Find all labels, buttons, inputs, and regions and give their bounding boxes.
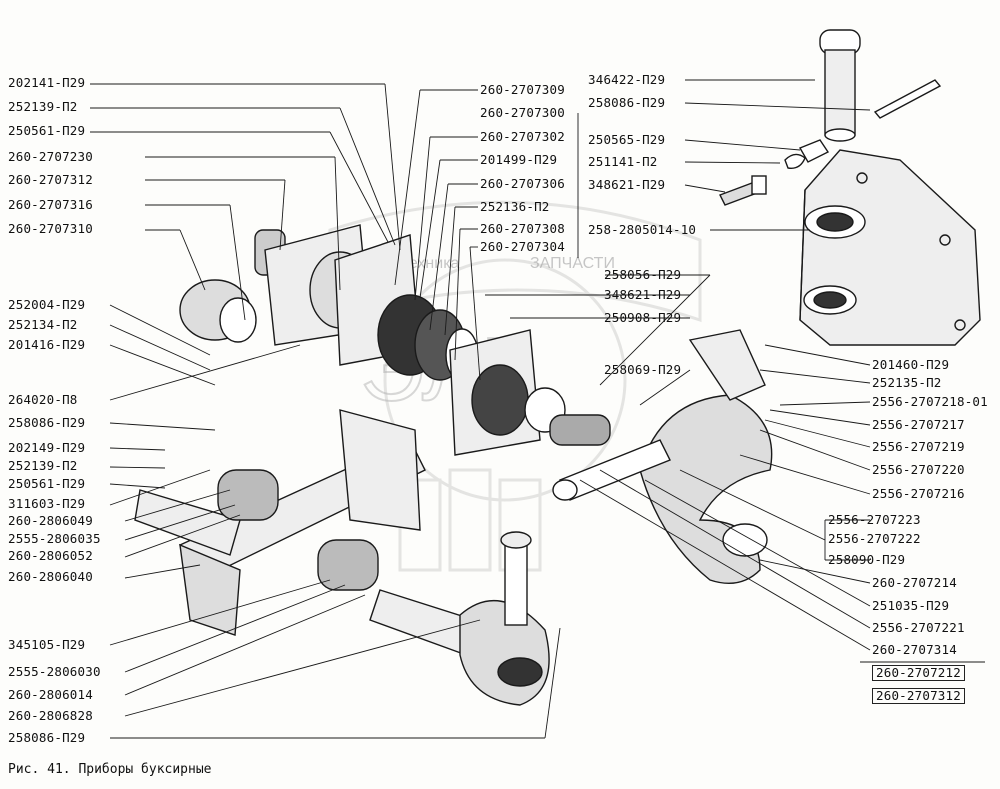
- leader-lines: [90, 79, 985, 739]
- part-number-label: 2556-2707222: [828, 531, 921, 546]
- watermark-text: ЗАПЧАСТИ: [530, 255, 615, 272]
- part-number-label: 258056-П29: [604, 267, 682, 282]
- part-number-label: 252134-П2: [8, 317, 78, 332]
- part-number-label: 2556-2707221: [872, 620, 965, 635]
- part-number-label: 2556-2707216: [872, 486, 965, 501]
- part-number-label: 260-2707304: [480, 239, 565, 254]
- watermark-text: Техника: [400, 255, 460, 272]
- tow-hook-part: [549, 329, 773, 584]
- part-number-label: 202141-П29: [8, 75, 86, 90]
- figure-caption: Рис. 41. Приборы буксирные: [8, 762, 212, 777]
- cylinder-assembly-part: [179, 224, 566, 456]
- part-number-label: 201460-П29: [872, 357, 950, 372]
- part-number-label: 264020-П8: [8, 392, 78, 407]
- part-number-label: 258086-П29: [8, 415, 86, 430]
- part-number-label: 260-2707310: [8, 221, 93, 236]
- part-number-label: 250561-П29: [8, 123, 86, 138]
- tow-bar-part: [369, 531, 550, 706]
- part-number-label: 258-2805014-10: [588, 222, 697, 237]
- part-number-label: 258090-П29: [828, 552, 906, 567]
- part-number-label: 201416-П29: [8, 337, 86, 352]
- part-number-label: 345105-П29: [8, 637, 86, 652]
- part-number-label: 260-2707230: [8, 149, 93, 164]
- part-number-label: 251035-П29: [872, 598, 950, 613]
- part-number-label: 2556-2707223: [828, 512, 921, 527]
- part-number-label: 250908-П29: [604, 310, 682, 325]
- part-number-label: 260-2806828: [8, 708, 93, 723]
- part-number-label: 2556-2707218-01: [872, 394, 988, 409]
- part-number-label: 260-2707214: [872, 575, 957, 590]
- part-number-label: 2555-2806030: [8, 664, 101, 679]
- part-number-label: 348621-П29: [604, 287, 682, 302]
- part-number-label: 260-2806052: [8, 548, 93, 563]
- part-number-label: 2556-2707217: [872, 417, 965, 432]
- part-number-label: 250561-П29: [8, 476, 86, 491]
- part-number-label: 2556-2707219: [872, 439, 965, 454]
- part-number-label: 202149-П29: [8, 440, 86, 455]
- part-number-label: 311603-П29: [8, 496, 86, 511]
- part-number-label: 2555-2806035: [8, 531, 101, 546]
- part-number-label: 258086-П29: [588, 95, 666, 110]
- part-number-label: 251141-П2: [588, 154, 658, 169]
- part-number-label: 260-2707212: [872, 665, 965, 681]
- part-number-label: 252135-П2: [872, 375, 942, 390]
- part-number-label: 258086-П29: [8, 730, 86, 745]
- part-number-label: 201499-П29: [480, 152, 558, 167]
- part-number-label: 348621-П29: [588, 177, 666, 192]
- part-number-label: 260-2806014: [8, 687, 93, 702]
- part-number-label: 260-2806040: [8, 569, 93, 584]
- part-number-label: 260-2707309: [480, 82, 565, 97]
- part-number-label: 260-2707308: [480, 221, 565, 236]
- part-number-label: 252004-П29: [8, 297, 86, 312]
- part-number-label: 258069-П29: [604, 362, 682, 377]
- hitch-bracket-part: [799, 149, 981, 346]
- part-number-label: 260-2707302: [480, 129, 565, 144]
- tow-frame-part: [134, 409, 426, 636]
- part-number-label: 260-2707312: [872, 688, 965, 704]
- part-number-label: 250565-П29: [588, 132, 666, 147]
- part-number-label: 260-2806049: [8, 513, 93, 528]
- part-number-label: 252139-П2: [8, 99, 78, 114]
- part-number-label: 260-2707314: [872, 642, 957, 657]
- hitch-pin-part: [819, 29, 942, 142]
- watermark: [328, 200, 702, 572]
- part-number-label: 252139-П2: [8, 458, 78, 473]
- part-number-label: 346422-П29: [588, 72, 666, 87]
- part-number-label: 260-2707300: [480, 105, 565, 120]
- bolt-part: [719, 139, 830, 206]
- part-number-label: 252136-П2: [480, 199, 550, 214]
- part-number-label: 260-2707312: [8, 172, 93, 187]
- part-number-label: 260-2707316: [8, 197, 93, 212]
- part-number-label: 260-2707306: [480, 176, 565, 191]
- part-number-label: 2556-2707220: [872, 462, 965, 477]
